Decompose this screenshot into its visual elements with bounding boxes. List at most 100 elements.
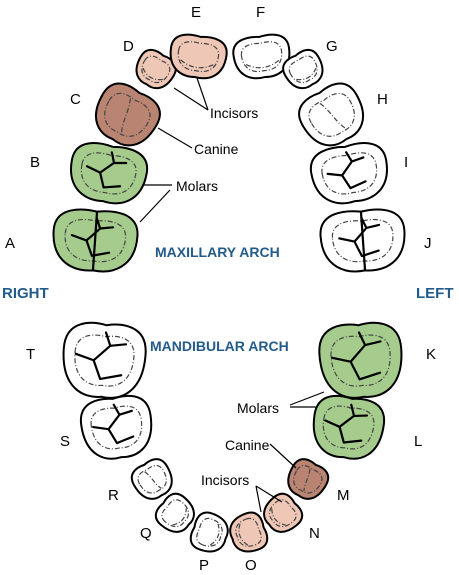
tooth-q xyxy=(154,492,195,533)
tooth-ridge xyxy=(303,468,311,492)
label-upper-canine: Canine xyxy=(194,141,239,157)
tooth-i xyxy=(310,142,388,205)
tooth-p xyxy=(189,511,229,553)
tooth-inner-contour xyxy=(137,465,167,494)
tooth-incisal-edge xyxy=(271,508,286,526)
right-side-label: RIGHT xyxy=(2,285,49,302)
tooth-inner-contour xyxy=(322,405,375,450)
label-lower-incisors: Incisors xyxy=(201,472,249,488)
tooth-letter-g: G xyxy=(326,38,338,55)
tooth-inner-contour xyxy=(321,152,378,195)
tooth-fissure xyxy=(70,216,115,257)
tooth-inner-contour xyxy=(177,41,220,73)
tooth-ridge xyxy=(319,102,347,130)
tooth-inner-contour xyxy=(240,41,283,73)
label-lower-molars: Molars xyxy=(237,400,279,416)
tooth-incisal-edge xyxy=(180,59,215,69)
tooth-j xyxy=(319,208,406,273)
tooth-incisal-edge xyxy=(172,508,187,526)
leader-lower-canine xyxy=(269,443,297,469)
leader-lower-incisor-2 xyxy=(255,485,283,503)
leader-upper-molar-2 xyxy=(139,189,171,223)
tooth-inner-contour xyxy=(74,334,135,387)
tooth-e xyxy=(169,33,228,80)
leader-upper-canine xyxy=(157,127,193,149)
tooth-incisal-edge xyxy=(142,67,163,81)
tooth-inner-contour xyxy=(331,218,394,263)
tooth-outline xyxy=(70,142,148,205)
tooth-l xyxy=(312,394,385,460)
tooth-letter-a: A xyxy=(5,235,15,252)
tooth-k xyxy=(318,321,403,399)
tooth-letter-j: J xyxy=(424,235,432,252)
tooth-letter-n: N xyxy=(309,525,320,542)
tooth-letter-c: C xyxy=(70,91,81,108)
tooth-outline xyxy=(169,33,228,80)
tooth-letter-s: S xyxy=(60,433,70,450)
tooth-letter-q: Q xyxy=(140,525,152,542)
tooth-letter-r: R xyxy=(108,487,119,504)
tooth-inner-contour xyxy=(308,92,355,137)
tooth-letter-f: F xyxy=(256,4,265,21)
tooth-letter-p: P xyxy=(199,557,209,574)
tooth-inner-contour xyxy=(104,92,151,137)
label-lower-canine: Canine xyxy=(225,437,270,453)
leader-upper-incisor-1 xyxy=(173,87,209,111)
tooth-ridge xyxy=(144,471,162,489)
tooth-fissure xyxy=(338,216,381,258)
tooth-incisal-edge xyxy=(245,59,280,69)
tooth-b xyxy=(70,142,148,205)
tooth-n xyxy=(263,492,304,533)
tooth-incisal-edge xyxy=(238,523,249,546)
tooth-letter-b: B xyxy=(30,154,40,171)
tooth-fissure xyxy=(331,331,382,381)
tooth-letter-e: E xyxy=(191,4,201,21)
tooth-outline xyxy=(80,394,153,460)
tooth-letter-d: D xyxy=(123,38,134,55)
tooth-fissure xyxy=(85,151,128,189)
tooth-h xyxy=(298,82,364,147)
tooth-ridge xyxy=(120,98,132,134)
tooth-incisal-edge xyxy=(296,67,317,81)
tooth-f xyxy=(232,33,291,80)
tooth-letter-h: H xyxy=(377,91,388,108)
leader-upper-incisor-2 xyxy=(196,77,209,111)
tooth-inner-contour xyxy=(288,55,318,84)
tooth-letter-k: K xyxy=(426,346,436,363)
leader-lower-incisor-1 xyxy=(255,485,262,513)
left-side-label: LEFT xyxy=(416,285,454,302)
tooth-fissure xyxy=(326,151,367,190)
tooth-letter-i: I xyxy=(404,154,408,171)
tooth-inner-contour xyxy=(330,334,391,387)
tooth-m xyxy=(287,458,330,500)
tooth-seam xyxy=(359,210,367,272)
tooth-outline xyxy=(310,142,388,205)
tooth-letter-l: L xyxy=(414,433,422,450)
tooth-outline xyxy=(312,394,385,460)
tooth-s xyxy=(80,394,153,460)
tooth-t xyxy=(62,321,147,399)
maxillary-arch-title: MAXILLARY ARCH xyxy=(155,244,280,260)
tooth-d xyxy=(135,48,177,90)
teeth-layer xyxy=(52,33,406,553)
leader-lines xyxy=(139,77,325,513)
tooth-letter-t: T xyxy=(26,346,35,363)
tooth-seam xyxy=(91,210,99,272)
label-upper-molars: Molars xyxy=(176,178,218,194)
tooth-inner-contour xyxy=(141,55,171,84)
tooth-g xyxy=(282,48,324,90)
tooth-inner-contour xyxy=(235,517,262,547)
tooth-outline xyxy=(298,82,364,147)
tooth-inner-contour xyxy=(196,517,223,547)
tooth-inner-contour xyxy=(90,405,143,450)
tooth-a xyxy=(52,208,139,273)
leader-lower-molar-1 xyxy=(289,391,325,406)
tooth-inner-contour xyxy=(161,499,190,528)
tooth-fissure xyxy=(324,403,369,444)
tooth-inner-contour xyxy=(268,499,297,528)
tooth-inner-contour xyxy=(64,218,127,263)
mandibular-arch-title: MANDIBULAR ARCH xyxy=(150,338,289,354)
label-upper-incisors: Incisors xyxy=(210,105,258,121)
